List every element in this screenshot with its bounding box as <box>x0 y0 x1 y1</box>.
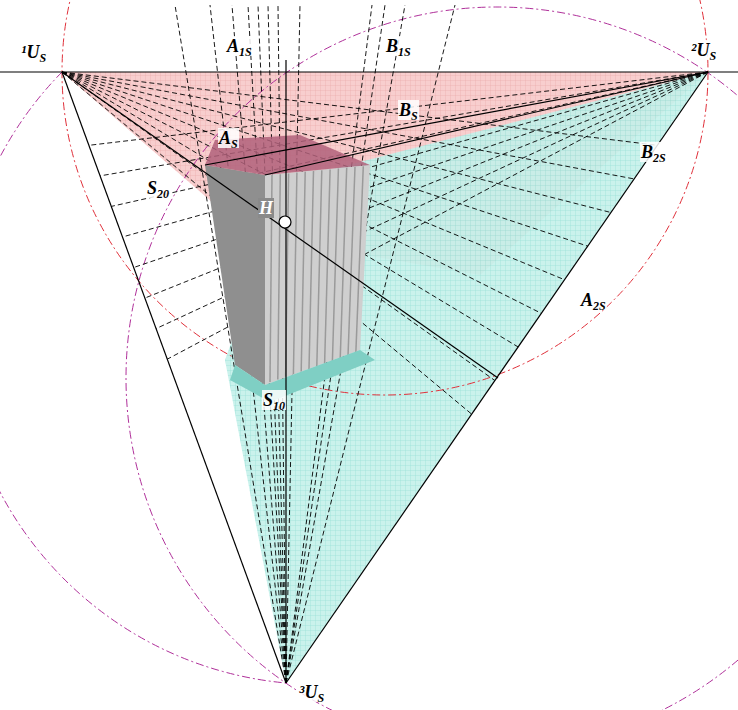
dashed-rays <box>62 5 708 683</box>
facade-stripe <box>340 168 347 359</box>
dashed-ray <box>62 72 472 414</box>
point-label: BS <box>398 100 419 120</box>
dashed-ray <box>62 72 634 179</box>
facade-stripe <box>317 170 322 366</box>
trace-line <box>265 72 708 175</box>
dashed-ray <box>89 72 708 145</box>
facade-stripe <box>293 173 297 375</box>
facade-stripe <box>278 174 281 379</box>
solid-lines <box>0 60 738 683</box>
point-label: ¹US <box>20 42 47 62</box>
facade-stripe <box>301 172 305 372</box>
facade-stripe <box>325 169 331 363</box>
facade-stripe <box>309 171 314 369</box>
point-label: ³US <box>298 682 325 702</box>
point-label: AS <box>218 128 239 148</box>
building-front <box>265 165 370 385</box>
point-label: ²US <box>690 40 717 60</box>
horizon-line <box>0 71 738 72</box>
building <box>205 135 375 402</box>
point-label: S20 <box>146 178 170 198</box>
building-side <box>205 165 265 385</box>
point-label: S10 <box>262 390 286 410</box>
facade-stripe <box>348 167 355 356</box>
point-label: H <box>258 198 274 218</box>
facade-stripe <box>356 166 364 353</box>
magenta-circle <box>126 7 738 710</box>
center-point <box>279 216 291 228</box>
dashed-ray <box>100 72 708 176</box>
trace-line <box>62 72 286 683</box>
point-label: B1S <box>385 36 412 56</box>
trace-line <box>62 72 498 378</box>
point-label: B2S <box>640 142 667 162</box>
trace-line <box>205 72 708 165</box>
point-label: A2S <box>580 290 607 310</box>
dashed-ray <box>122 72 708 237</box>
building-base <box>230 350 375 402</box>
dashed-ray <box>111 72 708 206</box>
trace-line <box>285 60 286 683</box>
point-label: A1S <box>226 36 253 56</box>
